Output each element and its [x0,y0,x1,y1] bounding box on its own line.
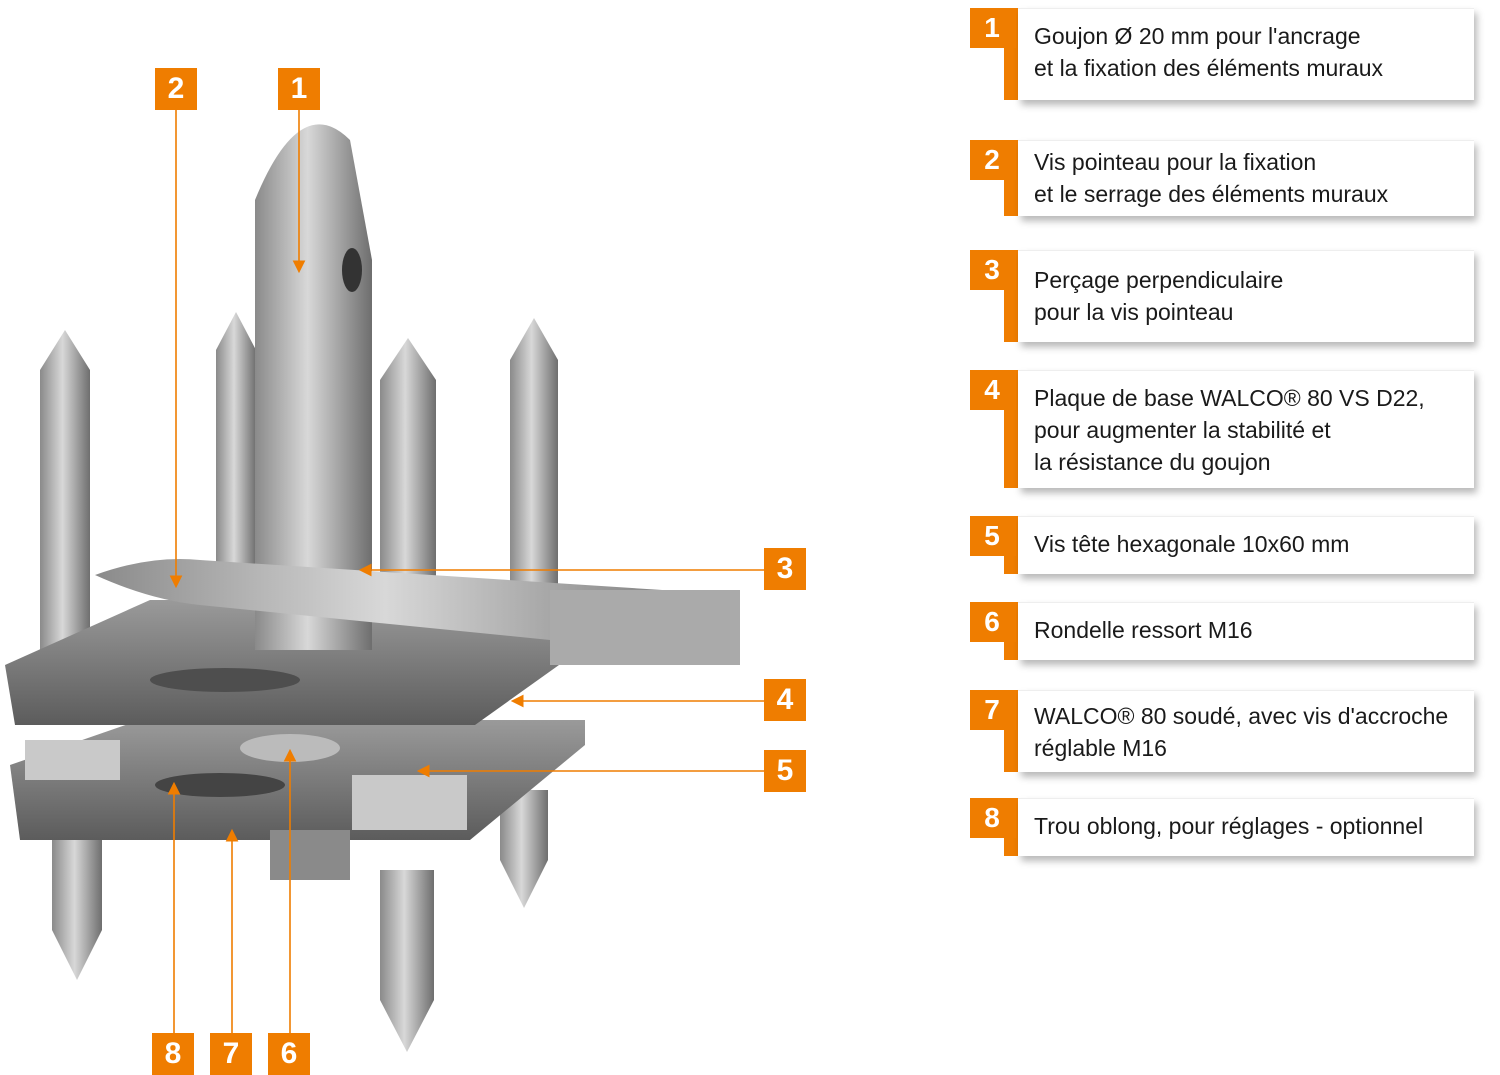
legend-text: Goujon Ø 20 mm pour l'ancrage et la fixa… [1034,23,1384,81]
callout-5: 5 [764,750,806,792]
legend-item-7: 7 WALCO® 80 soudé, avec vis d'accroche ré… [970,690,1474,772]
legend-item-6: 6 Rondelle ressort M16 [970,602,1474,660]
legend-item-5: 5 Vis tête hexagonale 10x60 mm [970,516,1474,574]
legend-number: 1 [970,8,1016,48]
base-plate [5,600,580,725]
wood-screws [40,312,558,1052]
legend-number: 2 [970,140,1016,180]
legend-text: Vis pointeau pour la fixation et le serr… [1034,149,1389,207]
legend-text: Plaque de base WALCO® 80 VS D22, pour au… [1034,385,1425,475]
legend-item-8: 8 Trou oblong, pour réglages - optionnel [970,798,1474,856]
legend-item-2: 2 Vis pointeau pour la fixation et le ser… [970,140,1474,216]
legend-number: 7 [970,690,1016,730]
callout-3: 3 [764,548,806,590]
legend-item-1: 1 Goujon Ø 20 mm pour l'ancrage et la fix… [970,8,1474,100]
legend-text: Rondelle ressort M16 [1034,617,1253,643]
legend-text: Perçage perpendiculaire pour la vis poin… [1034,267,1284,325]
callout-7: 7 [210,1033,252,1075]
legend-text: WALCO® 80 soudé, avec vis d'accroche rég… [1034,703,1449,761]
callout-8: 8 [152,1033,194,1075]
legend-text: Vis tête hexagonale 10x60 mm [1034,531,1350,557]
stud [255,124,372,650]
callout-1: 1 [278,68,320,110]
legend-number: 8 [970,798,1016,838]
legend-number: 4 [970,370,1016,410]
callout-6: 6 [268,1033,310,1075]
legend-number: 3 [970,250,1016,290]
legend-text: Trou oblong, pour réglages - optionnel [1034,813,1424,839]
legend-item-3: 3 Perçage perpendiculaire pour la vis poi… [970,250,1474,342]
leader-lines [167,110,764,1033]
callout-2: 2 [155,68,197,110]
legend-number: 6 [970,602,1016,642]
legend-item-4: 4 Plaque de base WALCO® 80 VS D22, pour a… [970,370,1474,488]
legend-number: 5 [970,516,1016,556]
callout-4: 4 [764,679,806,721]
